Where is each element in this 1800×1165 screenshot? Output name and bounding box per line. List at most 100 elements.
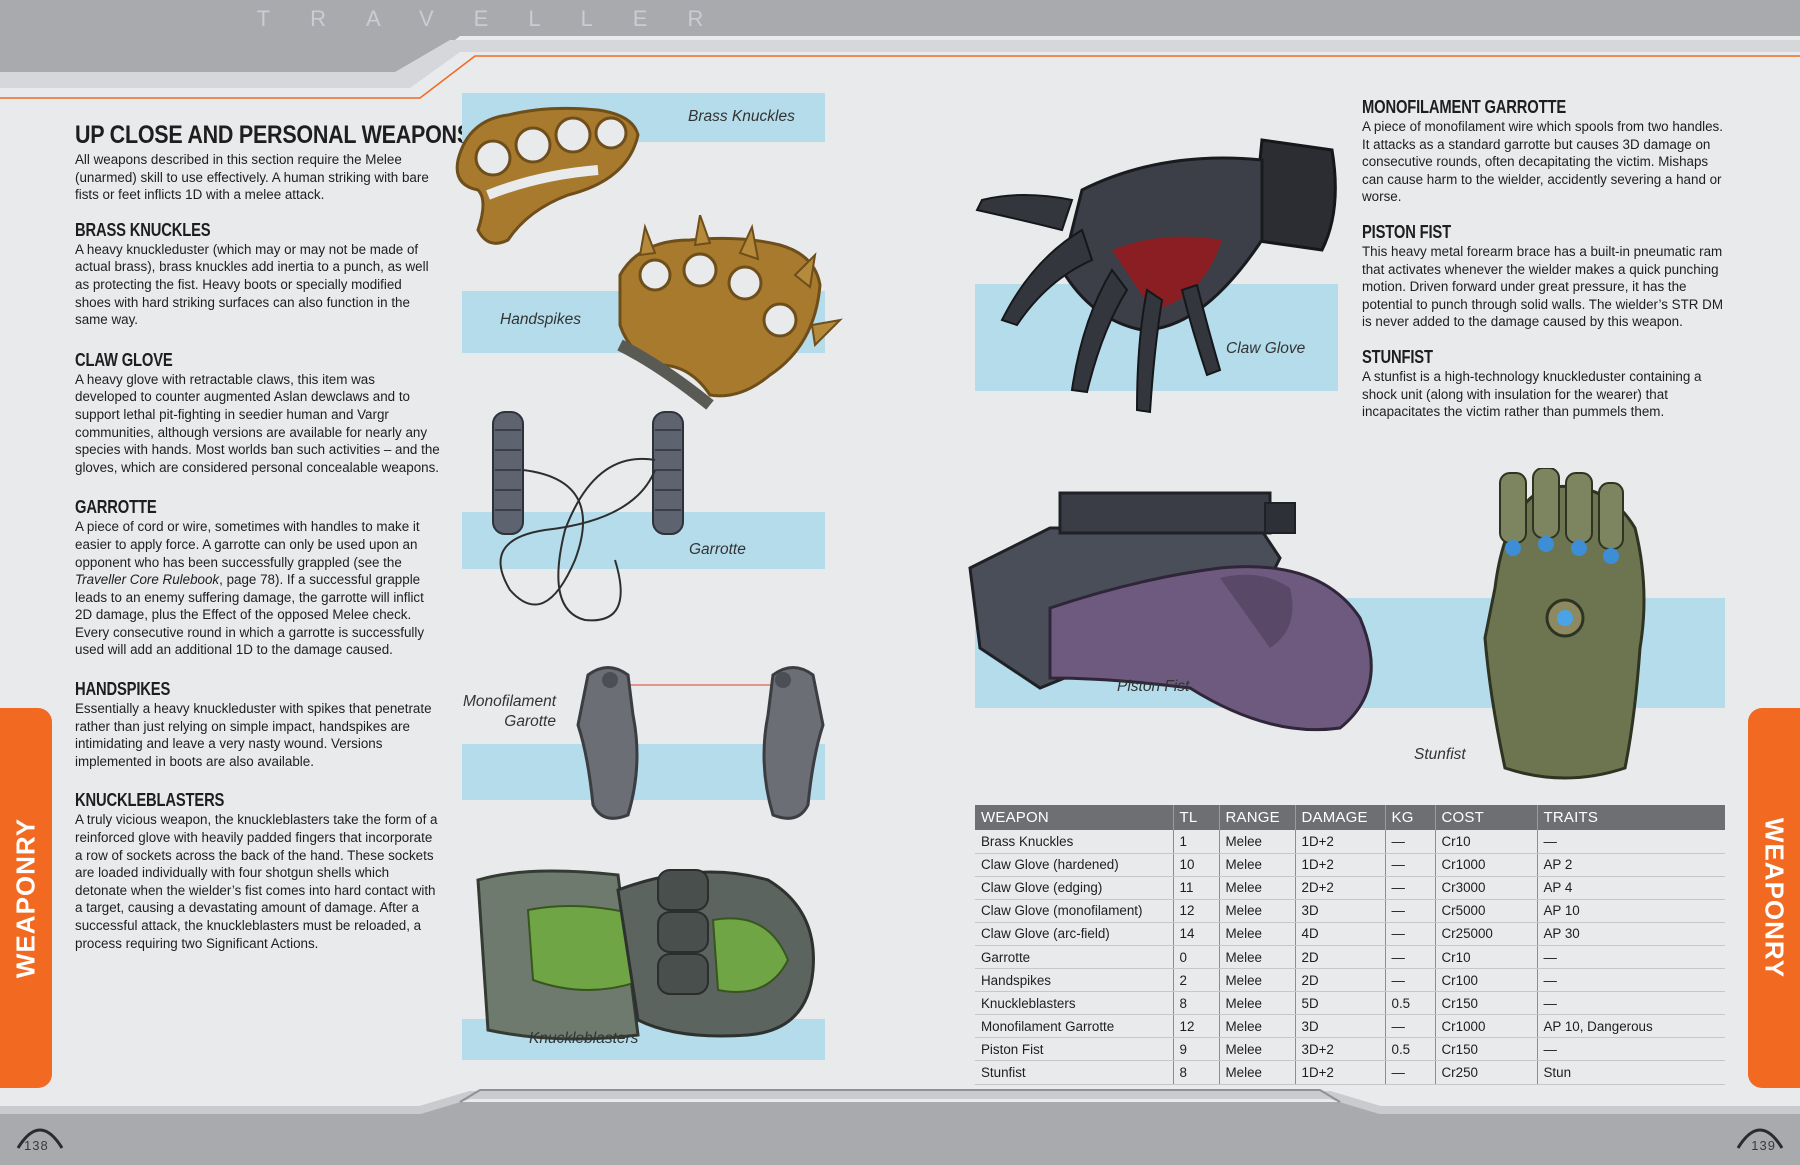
caption-handspikes: Handspikes xyxy=(500,311,581,328)
intro-paragraph: All weapons described in this section re… xyxy=(75,152,429,203)
table-cell: Cr1000 xyxy=(1434,1014,1537,1039)
table-cell: Melee xyxy=(1218,830,1295,854)
table-cell: 1D+2 xyxy=(1294,853,1385,877)
section-heading: KNUCKLEBLASTERS xyxy=(75,790,225,811)
table-cell: — xyxy=(1536,830,1725,854)
side-tab-label: WEAPONRY xyxy=(10,817,41,979)
table-cell: 12 xyxy=(1172,899,1219,923)
table-cell: — xyxy=(1536,1037,1725,1062)
handspikes-illustration xyxy=(617,215,843,410)
knuckleblasters-illustration xyxy=(476,869,815,1041)
table-cell: AP 10 xyxy=(1536,899,1725,923)
table-cell: 1D+2 xyxy=(1294,830,1385,854)
book-title: Traveller Core Rulebook xyxy=(75,572,220,588)
table-cell: 4D xyxy=(1294,922,1385,946)
table-cell: 11 xyxy=(1172,876,1219,900)
table-cell: — xyxy=(1536,968,1725,993)
section-heading: HANDSPIKES xyxy=(75,679,171,700)
section-heading: GARROTTE xyxy=(75,497,157,518)
table-cell: Claw Glove (arc-field) xyxy=(975,922,1173,946)
table-cell: Melee xyxy=(1218,1037,1295,1062)
brass-knuckles-illustration xyxy=(455,106,640,245)
table-cell: 0.5 xyxy=(1384,1037,1435,1062)
caption-stunfist: Stunfist xyxy=(1414,746,1466,763)
table-cell: Cr150 xyxy=(1434,1037,1537,1062)
table-cell: 1 xyxy=(1172,830,1219,854)
caption-piston-fist: Piston Fist xyxy=(1117,678,1190,695)
table-cell: — xyxy=(1384,1014,1435,1039)
right-text-column: MONOFILAMENT GARROTTE A piece of monofil… xyxy=(1362,96,1732,421)
table-cell: Handspikes xyxy=(975,968,1173,993)
table-cell: Cr10 xyxy=(1434,830,1537,854)
table-cell: — xyxy=(1384,968,1435,993)
table-cell: AP 4 xyxy=(1536,876,1725,900)
table-cell: — xyxy=(1384,899,1435,923)
section-body: A truly vicious weapon, the knuckleblast… xyxy=(75,812,438,951)
table-cell: Garrotte xyxy=(975,945,1173,970)
table-cell: — xyxy=(1536,945,1725,970)
table-cell: Cr150 xyxy=(1434,991,1537,1016)
table-cell: 0 xyxy=(1172,945,1219,970)
table-cell: Melee xyxy=(1218,1060,1295,1085)
table-cell: Melee xyxy=(1218,876,1295,900)
table-cell: 2D xyxy=(1294,945,1385,970)
table-cell: Melee xyxy=(1218,1014,1295,1039)
table-cell: 14 xyxy=(1172,922,1219,946)
table-cell: Melee xyxy=(1218,945,1295,970)
table-cell: 9 xyxy=(1172,1037,1219,1062)
table-cell: 10 xyxy=(1172,853,1219,877)
table-cell: — xyxy=(1536,991,1725,1016)
table-cell: 3D+2 xyxy=(1294,1037,1385,1062)
section-body: A stunfist is a high-technology knuckled… xyxy=(1362,368,1702,420)
table-cell: Claw Glove (monofilament) xyxy=(975,899,1173,923)
side-tab-left: WEAPONRY xyxy=(0,708,52,1088)
caption-knuckleblasters: Knuckleblasters xyxy=(529,1030,639,1047)
table-cell: AP 2 xyxy=(1536,853,1725,877)
page-number-left: 138 xyxy=(24,1138,49,1153)
table-column-header: TRAITS xyxy=(1536,805,1725,830)
table-cell: Claw Glove (edging) xyxy=(975,876,1173,900)
table-column-header: KG xyxy=(1384,805,1435,830)
table-cell: — xyxy=(1384,945,1435,970)
table-cell: Cr5000 xyxy=(1434,899,1537,923)
section-body: This heavy metal forearm brace has a bui… xyxy=(1362,243,1723,330)
garrotte-illustration xyxy=(492,411,684,622)
section-heading: MONOFILAMENT GARROTTE xyxy=(1362,97,1567,117)
table-cell: — xyxy=(1384,853,1435,877)
section-heading: PISTON FIST xyxy=(1362,221,1451,242)
table-cell: 2D xyxy=(1294,968,1385,993)
section-body: A piece of cord or wire, sometimes with … xyxy=(75,519,425,658)
table-cell: 3D xyxy=(1294,1014,1385,1039)
section-body: Essentially a heavy knuckleduster with s… xyxy=(75,701,432,769)
table-cell: Piston Fist xyxy=(975,1037,1173,1062)
table-cell: Melee xyxy=(1218,968,1295,993)
page-title: UP CLOSE AND PERSONAL WEAPONS xyxy=(75,121,471,149)
table-cell: Melee xyxy=(1218,853,1295,877)
section-heading: BRASS KNUCKLES xyxy=(75,219,211,240)
table-cell: Cr250 xyxy=(1434,1060,1537,1085)
section-heading: CLAW GLOVE xyxy=(75,349,173,370)
table-cell: AP 30 xyxy=(1536,922,1725,946)
table-column-header: RANGE xyxy=(1218,805,1295,830)
table-cell: Claw Glove (hardened) xyxy=(975,853,1173,877)
table-cell: — xyxy=(1384,922,1435,946)
table-cell: Cr3000 xyxy=(1434,876,1537,900)
piston-fist-illustration xyxy=(968,491,1373,732)
table-cell: Stunfist xyxy=(975,1060,1173,1085)
table-cell: — xyxy=(1384,1060,1435,1085)
table-cell: 5D xyxy=(1294,991,1385,1016)
section-body: A heavy knuckleduster (which may or may … xyxy=(75,241,429,328)
table-column-header: TL xyxy=(1172,805,1219,830)
table-column-header: COST xyxy=(1434,805,1537,830)
table-cell: Monofilament Garrotte xyxy=(975,1014,1173,1039)
page-number-right: 139 xyxy=(1751,1138,1776,1153)
table-cell: — xyxy=(1384,876,1435,900)
